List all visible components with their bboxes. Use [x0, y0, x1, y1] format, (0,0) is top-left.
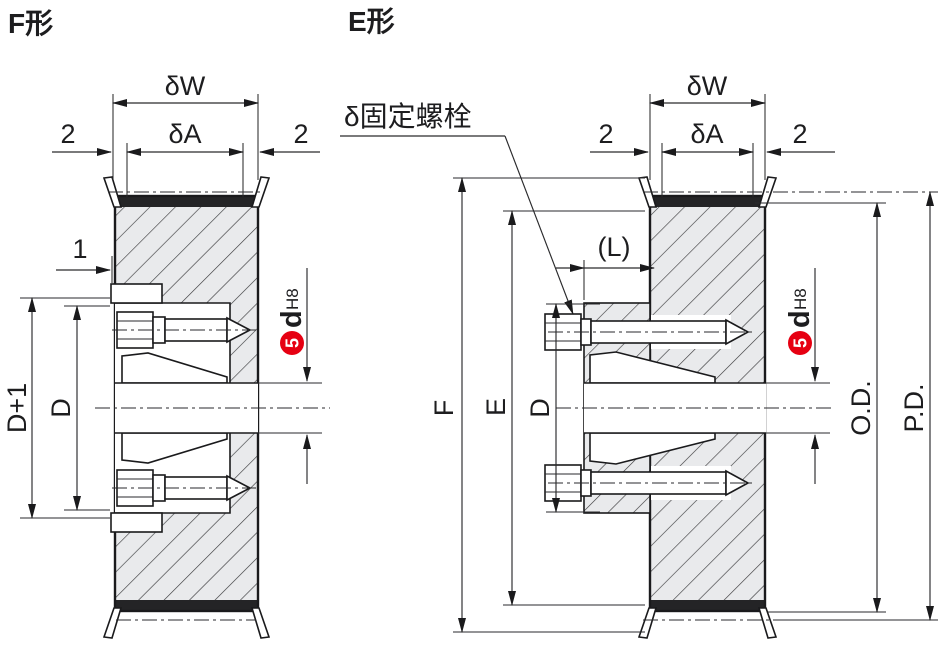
f-dim-flange-right: 2 — [259, 119, 320, 156]
e-flange-bottom-right — [757, 607, 778, 639]
e-dim-flange-left-label: 2 — [598, 119, 613, 149]
e-top-tooth-band — [650, 196, 765, 207]
e-set-bolt-callout: δ固定螺栓 — [340, 101, 574, 315]
f-bottom-tooth-band — [115, 600, 258, 611]
f-flange-bottom-left — [102, 607, 123, 639]
f-callout-tolerance: H8 — [283, 288, 302, 310]
f-flange-bottom-right — [250, 607, 271, 639]
e-dim-belt-width: δA — [661, 119, 754, 197]
e-set-bolt-label: δ固定螺栓 — [344, 101, 472, 132]
f-dim-belt-width: δA — [126, 119, 244, 197]
f-top-tooth-band — [115, 196, 258, 207]
e-dim-flange-dia: F — [429, 177, 645, 633]
f-callout-number-badge — [280, 331, 304, 355]
e-bore-callout: 5 d H8 — [784, 268, 819, 484]
f-dim-overall-width: δW — [112, 71, 259, 180]
e-callout-number-badge — [788, 331, 812, 355]
e-dim-hub-projection: (L) — [556, 232, 655, 300]
f-dim-step: 1 — [56, 234, 113, 283]
f-callout-letter: d — [276, 310, 308, 328]
e-type-title: E形 — [348, 6, 395, 37]
f-dim-bushing-dia-label: D — [46, 398, 76, 418]
e-dim-flange-dia-label: F — [429, 400, 459, 417]
f-dim-bore-plus-one: D+1 — [2, 297, 110, 519]
e-dim-hub-e-label: E — [481, 398, 511, 416]
e-dim-outer-dia-label: O.D. — [846, 380, 876, 436]
e-dim-flange-left: 2 — [590, 119, 649, 156]
e-callout-number: 5 — [791, 338, 811, 348]
f-type-figure: F形 — [2, 8, 330, 639]
f-dim-flange-left-label: 2 — [60, 119, 75, 149]
e-dim-belt-width-label: δA — [690, 119, 723, 149]
e-set-bolt-top — [544, 313, 756, 351]
f-dim-overall-width-label: δW — [165, 71, 206, 101]
e-callout-tolerance: H8 — [791, 288, 810, 310]
e-dim-pitch-dia-label: P.D. — [899, 383, 929, 432]
f-set-bolt-top — [112, 311, 256, 349]
f-bore-callout: 5 d H8 — [276, 268, 311, 484]
f-dim-bore-plus-one-label: D+1 — [2, 383, 32, 433]
f-dim-step-label: 1 — [72, 234, 87, 264]
e-dim-flange-right: 2 — [766, 119, 835, 156]
e-callout-letter: d — [784, 310, 816, 328]
e-set-bolt-bottom — [544, 464, 756, 502]
f-type-title: F形 — [8, 8, 53, 39]
f-dim-flange-right-label: 2 — [293, 119, 308, 149]
e-dim-flange-right-label: 2 — [792, 119, 807, 149]
e-dim-pitch-dia: P.D. — [899, 191, 934, 621]
e-type-figure: E形 — [340, 6, 938, 639]
f-callout-number: 5 — [283, 338, 303, 348]
f-bushing-collar-top — [110, 283, 163, 304]
e-dim-outer-dia: O.D. — [846, 202, 881, 613]
e-dim-overall-width-label: δW — [687, 71, 728, 101]
e-flange-bottom-left — [637, 607, 658, 639]
e-bottom-tooth-band — [650, 600, 765, 611]
e-dim-hub-projection-label: (L) — [598, 232, 631, 262]
f-bushing-collar-bottom — [110, 512, 163, 533]
e-dim-overall-width: δW — [649, 71, 766, 180]
e-dim-hub-d-label: D — [525, 398, 555, 418]
e-dim-hub-d: D — [525, 303, 600, 513]
f-dim-bushing-dia: D — [46, 305, 110, 511]
e-dim-hub-e: E — [481, 210, 645, 606]
f-dim-flange-left: 2 — [52, 119, 112, 156]
f-flange-top-right — [250, 176, 271, 208]
f-set-bolt-bottom — [112, 469, 256, 507]
f-dim-belt-width-label: δA — [168, 119, 201, 149]
